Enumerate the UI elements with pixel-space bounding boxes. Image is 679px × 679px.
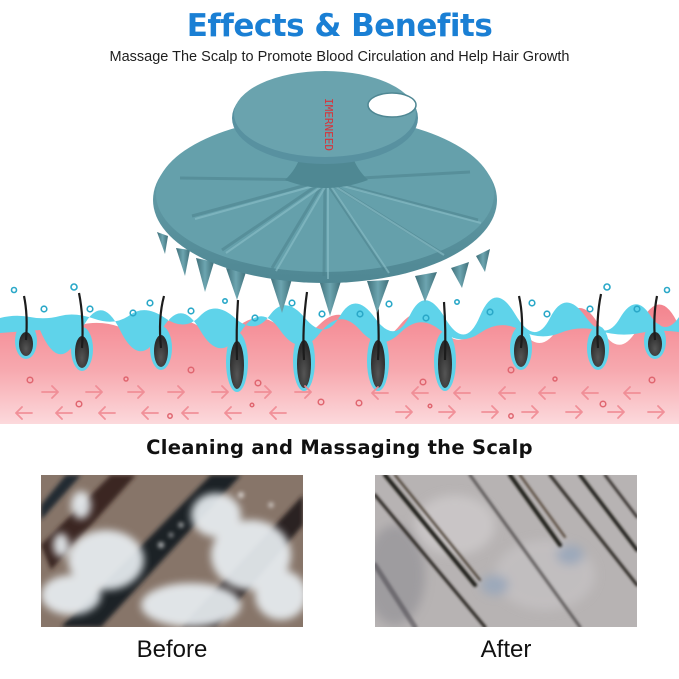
page-subtitle: Massage The Scalp to Promote Blood Circu… — [109, 49, 570, 65]
after-photo — [375, 475, 637, 627]
before-label: Before — [136, 636, 208, 663]
skin-layer — [0, 297, 679, 424]
after-label: After — [480, 636, 532, 663]
blood-cells — [26, 366, 656, 419]
page-title: Effects & Benefits — [186, 8, 493, 44]
hair-follicles — [15, 291, 666, 392]
circulation-arrows — [15, 385, 665, 420]
brand-logo-text: IMERNEED — [322, 98, 335, 151]
scalp-massager-brush — [153, 71, 497, 316]
section-heading: Cleaning and Massaging the Scalp — [146, 436, 533, 459]
before-photo — [41, 475, 303, 627]
bubbles — [10, 283, 671, 322]
scalp-massage-illustration: IMERNEED — [0, 66, 679, 428]
